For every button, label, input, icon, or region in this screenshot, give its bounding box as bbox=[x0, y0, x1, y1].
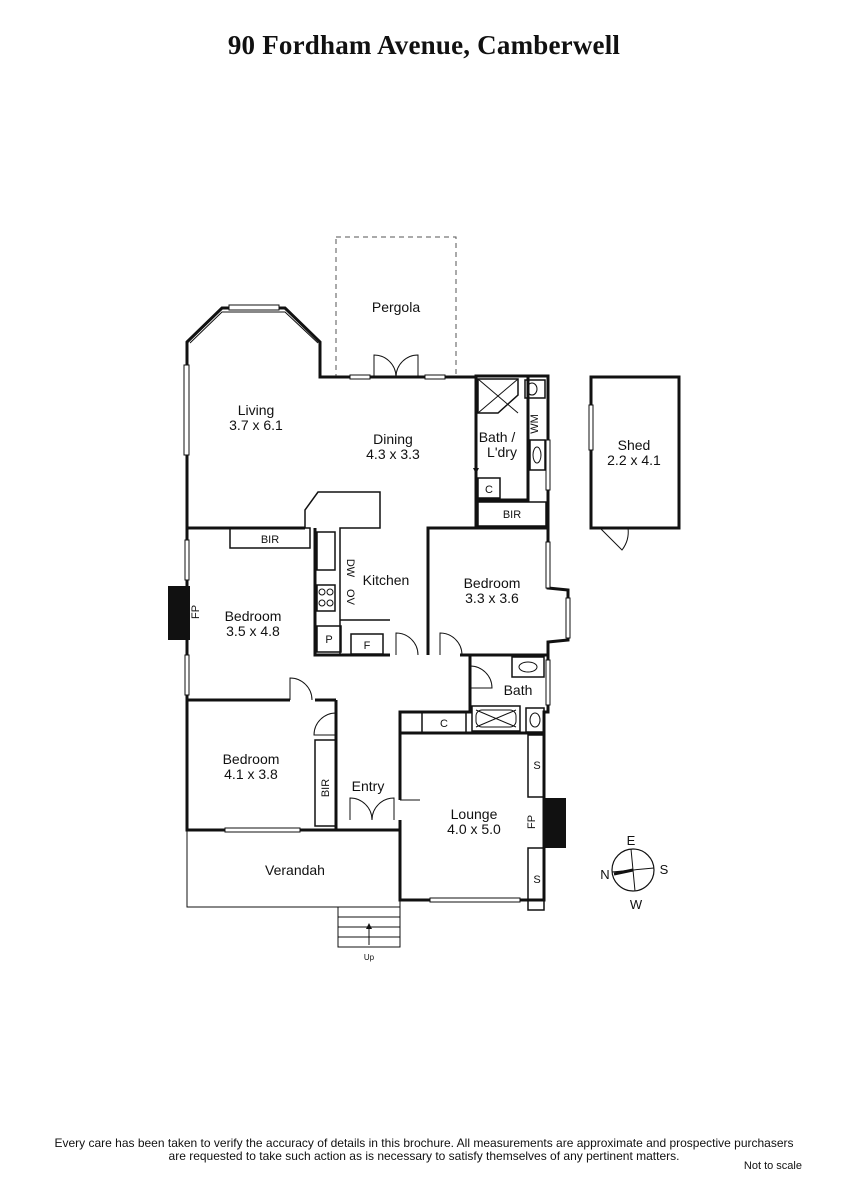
fp-label-lounge: FP bbox=[526, 815, 538, 829]
lounge-dims: 4.0 x 5.0 bbox=[447, 821, 501, 837]
c-label-bath: C bbox=[440, 718, 448, 730]
dw-label: DW bbox=[344, 559, 356, 578]
bir-west bbox=[229, 527, 311, 549]
ov-label: OV bbox=[344, 589, 356, 606]
bedroom-front-dims: 4.1 x 3.8 bbox=[224, 766, 278, 782]
plan-title: 90 Fordham Avenue, Camberwell bbox=[227, 30, 621, 60]
kitchen-bench bbox=[304, 491, 381, 655]
compass-s: S bbox=[660, 862, 669, 877]
kitchen-label: Kitchen bbox=[363, 572, 410, 588]
living-dims: 3.7 x 6.1 bbox=[229, 417, 283, 433]
dining-label: Dining bbox=[373, 431, 413, 447]
pantry-label: P bbox=[325, 634, 332, 646]
living-label: Living bbox=[238, 402, 275, 418]
bath-ldry-label-1: Bath / bbox=[479, 429, 516, 445]
s-label-upper: S bbox=[533, 760, 540, 772]
steps-up-label: Up bbox=[364, 953, 375, 962]
bir-east bbox=[477, 501, 547, 527]
bath-basin-icon bbox=[511, 656, 545, 678]
verandah-label: Verandah bbox=[265, 862, 325, 878]
front-steps bbox=[337, 906, 401, 948]
shed-label: Shed bbox=[618, 437, 651, 453]
bedroom-west-dims: 3.5 x 4.8 bbox=[226, 623, 280, 639]
bath-label: Bath bbox=[504, 682, 533, 698]
fireplace-west bbox=[168, 586, 190, 640]
living-bay-window bbox=[183, 304, 319, 456]
disclaimer-line-2: are requested to take such action as is … bbox=[168, 1149, 680, 1163]
fireplace-lounge bbox=[544, 798, 566, 848]
doors bbox=[289, 354, 493, 821]
basin-icon bbox=[529, 439, 546, 471]
c-label-laundry: C bbox=[485, 484, 493, 496]
verandah-outline bbox=[186, 830, 400, 908]
bathtub-icon bbox=[471, 705, 521, 732]
fp-label-west: FP bbox=[190, 605, 202, 619]
s-label-lower: S bbox=[533, 874, 540, 886]
toilet-icon bbox=[524, 379, 546, 399]
bir-front bbox=[314, 739, 337, 827]
bath-toilet-icon bbox=[525, 707, 545, 733]
fridge-label: F bbox=[364, 640, 371, 652]
svg-text:BIR: BIR bbox=[503, 509, 521, 521]
entry-label: Entry bbox=[352, 778, 385, 794]
not-to-scale-note: Not to scale bbox=[743, 1160, 802, 1172]
svg-text:BIR: BIR bbox=[320, 779, 332, 797]
wm-label: WM bbox=[529, 414, 541, 434]
pergola-label: Pergola bbox=[372, 299, 420, 315]
sink-icon bbox=[316, 531, 336, 571]
bedroom-west-label: Bedroom bbox=[225, 608, 282, 624]
lounge-label: Lounge bbox=[451, 806, 498, 822]
compass-rose bbox=[611, 848, 655, 892]
cooktop-icon bbox=[316, 584, 336, 612]
bath-ldry-label-2: L'dry bbox=[487, 444, 517, 460]
compass-e: E bbox=[627, 833, 636, 848]
windows bbox=[184, 374, 571, 903]
shed-dims: 2.2 x 4.1 bbox=[607, 452, 661, 468]
dining-dims: 4.3 x 3.3 bbox=[366, 446, 420, 462]
shed-outline bbox=[589, 375, 681, 530]
disclaimer: Every care has been taken to verify the … bbox=[0, 1137, 848, 1163]
bedroom-east-label: Bedroom bbox=[464, 575, 521, 591]
compass-n: N bbox=[600, 867, 609, 882]
disclaimer-line-1: Every care has been taken to verify the … bbox=[54, 1136, 794, 1150]
svg-text:BIR: BIR bbox=[261, 534, 279, 546]
bedroom-east-dims: 3.3 x 3.6 bbox=[465, 590, 519, 606]
compass-w: W bbox=[630, 897, 643, 912]
bedroom-front-label: Bedroom bbox=[223, 751, 280, 767]
